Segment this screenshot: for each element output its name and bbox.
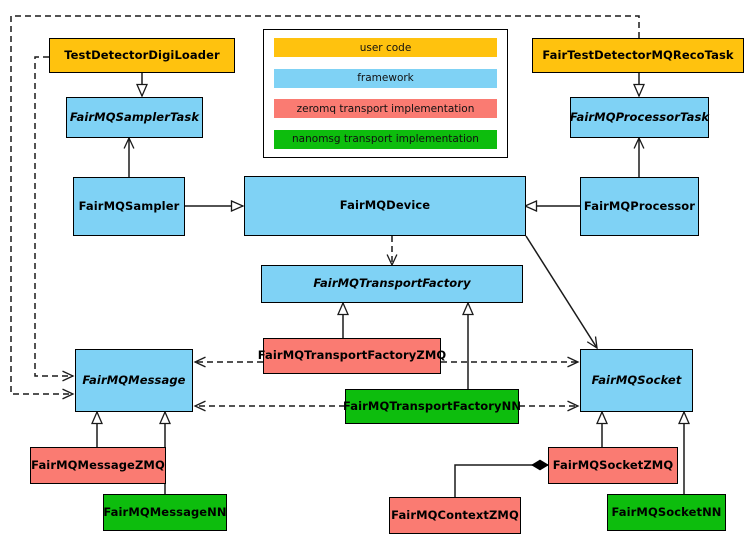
class-label: FairMQSamplerTask <box>69 109 200 124</box>
class-label: FairMQMessage <box>82 372 186 387</box>
legend-item-user-code: user code <box>274 38 497 57</box>
class-label: FairMQSocketZMQ <box>552 457 674 472</box>
class-node-fairmqdevice[interactable]: FairMQDevice <box>244 176 526 236</box>
class-node-fairmqmessagezmq[interactable]: FairMQMessageZMQ <box>30 447 166 484</box>
legend-label: zeromq transport implementation <box>296 102 475 115</box>
class-label: FairMQDevice <box>339 198 431 213</box>
class-node-fairmqmessagenn[interactable]: FairMQMessageNN <box>103 494 227 531</box>
class-node-fairmqprocessor[interactable]: FairMQProcessor <box>580 177 699 236</box>
class-label: FairMQSampler <box>78 198 180 213</box>
legend-item-framework: framework <box>274 68 497 88</box>
class-node-fairmqtransportfactory[interactable]: FairMQTransportFactory <box>261 265 523 303</box>
class-label: FairMQTransportFactoryNN <box>342 398 522 413</box>
class-node-testdetectordigiloader[interactable]: TestDetectorDigiLoader <box>49 38 235 73</box>
class-node-fairmqtransportfactorynn[interactable]: FairMQTransportFactoryNN <box>342 389 522 424</box>
class-label: FairMQMessageNN <box>103 504 227 519</box>
class-label: FairTestDetectorMQRecoTask <box>542 47 734 62</box>
class-node-fairmqsocketzmq[interactable]: FairMQSocketZMQ <box>548 447 678 484</box>
legend-label: framework <box>357 72 414 85</box>
class-label: TestDetectorDigiLoader <box>64 47 220 62</box>
class-label: FairMQTransportFactory <box>313 276 471 291</box>
class-label: FairMQContextZMQ <box>391 507 519 522</box>
legend-label: nanomsg transport implementation <box>292 133 479 146</box>
class-node-fairmqtransportfactoryzmq[interactable]: FairMQTransportFactoryZMQ <box>258 338 446 374</box>
class-node-fairtestdetectormqrecotask[interactable]: FairTestDetectorMQRecoTask <box>532 38 744 73</box>
class-node-fairmqcontextzmq[interactable]: FairMQContextZMQ <box>389 497 521 534</box>
class-node-fairmqsamplertask[interactable]: FairMQSamplerTask <box>66 97 203 138</box>
edge-device-socket <box>525 235 597 348</box>
class-node-fairmqsocket[interactable]: FairMQSocket <box>580 349 693 412</box>
class-node-fairmqsocketnn[interactable]: FairMQSocketNN <box>607 494 726 531</box>
class-node-fairmqsampler[interactable]: FairMQSampler <box>73 177 185 236</box>
legend-item-zeromq: zeromq transport implementation <box>274 99 497 119</box>
class-node-fairmqprocessortask[interactable]: FairMQProcessorTask <box>570 97 709 138</box>
class-label: FairMQProcessorTask <box>569 109 710 124</box>
class-node-fairmqmessage[interactable]: FairMQMessage <box>75 349 193 412</box>
class-label: FairMQProcessor <box>583 198 696 213</box>
class-label: FairMQMessageZMQ <box>31 457 165 472</box>
class-label: FairMQTransportFactoryZMQ <box>257 348 447 363</box>
legend-label: user code <box>359 41 412 54</box>
legend-panel: user code framework zeromq transport imp… <box>263 29 508 158</box>
class-label: FairMQSocket <box>591 372 682 387</box>
class-label: FairMQSocketNN <box>611 504 722 519</box>
legend-item-nanomsg: nanomsg transport implementation <box>274 129 497 149</box>
